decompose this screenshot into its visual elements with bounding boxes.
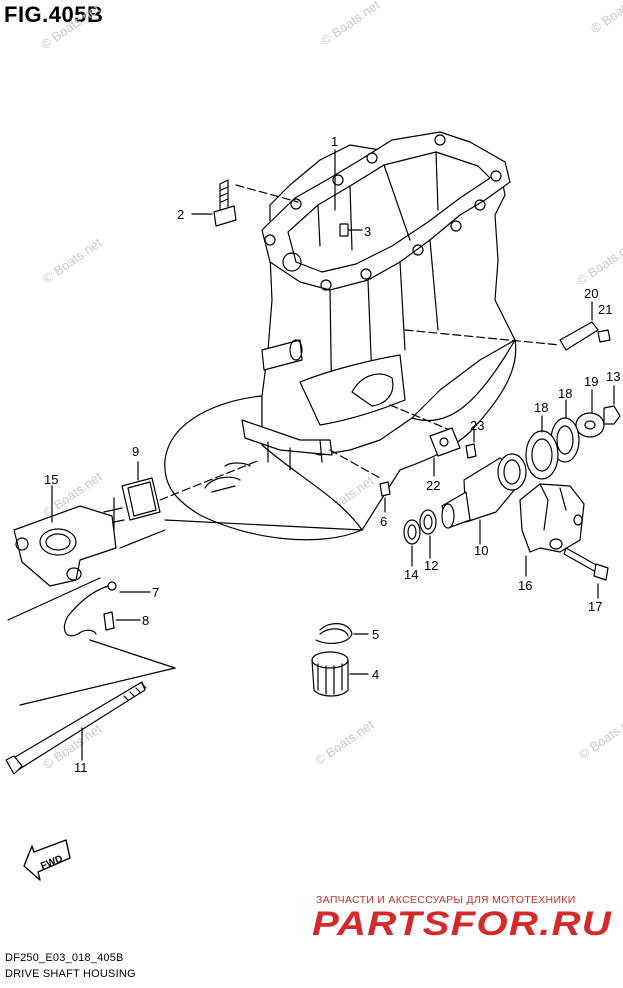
bolt-part-2 — [191, 179, 299, 227]
assembly-guide-lines — [7, 329, 561, 706]
callout-21: 21 — [598, 302, 612, 317]
nut-part-13 — [603, 385, 621, 425]
figure-title: FIG.405B — [4, 2, 104, 27]
callout-18a: 18 — [534, 400, 548, 415]
callout-16: 16 — [518, 578, 532, 593]
svg-text:PARTSFOR.RU: PARTSFOR.RU — [312, 905, 613, 941]
callout-labels: 1 2 3 4 5 6 7 8 9 10 11 12 13 14 15 16 1… — [44, 134, 620, 775]
bushing-part-10 — [441, 453, 527, 545]
callout-10: 10 — [474, 543, 488, 558]
washer-part-19 — [575, 389, 605, 438]
callout-3: 3 — [364, 224, 371, 239]
forward-direction-arrow: FWD — [23, 839, 71, 881]
callout-8: 8 — [142, 613, 149, 628]
mount-part-16 — [519, 483, 585, 577]
callout-20: 20 — [584, 286, 598, 301]
callout-15: 15 — [44, 472, 58, 487]
callout-14: 14 — [404, 567, 418, 582]
callout-6: 6 — [380, 514, 387, 529]
callout-7: 7 — [152, 585, 159, 600]
callout-9: 9 — [132, 444, 139, 459]
bolt-part-17 — [563, 547, 609, 599]
callout-18b: 18 — [558, 386, 572, 401]
circlip-part-5 — [315, 623, 369, 644]
drive-shaft-housing — [164, 131, 517, 541]
stud-bolt-part-11 — [5, 681, 147, 775]
screw-part-8 — [103, 611, 141, 631]
screw-part-21 — [597, 329, 611, 343]
seal-part-18 — [525, 415, 559, 480]
callout-2: 2 — [177, 207, 184, 222]
callout-11: 11 — [74, 760, 88, 775]
screw-part-6 — [379, 481, 391, 513]
figure-code: DF250_E03_018_405B — [5, 952, 124, 964]
callout-19: 19 — [584, 374, 598, 389]
clamp-part-15 — [13, 485, 166, 587]
washer-part-14 — [403, 519, 421, 567]
bushing-part-4 — [311, 651, 369, 697]
callout-4: 4 — [372, 667, 379, 682]
callout-12: 12 — [424, 558, 438, 573]
promo-tagline: ЗАПЧАСТИ И АКСЕССУАРЫ ДЛЯ МОТОТЕХНИКИ — [316, 894, 576, 906]
callout-13: 13 — [606, 369, 620, 384]
callout-22: 22 — [426, 478, 440, 493]
dowel-pin-part-3 — [339, 223, 363, 237]
wire-part-7 — [63, 581, 151, 637]
callout-17: 17 — [588, 599, 602, 614]
figure-name: DRIVE SHAFT HOUSING — [5, 968, 136, 980]
partsfor-logo: PARTSFOR.RU — [312, 905, 613, 941]
callout-1: 1 — [331, 134, 338, 149]
screw-part-23 — [465, 429, 477, 459]
pin-part-20 — [559, 301, 599, 351]
block-part-22 — [429, 427, 461, 477]
callout-5: 5 — [372, 627, 379, 642]
washer-part-12 — [419, 509, 437, 559]
callout-23: 23 — [470, 418, 484, 433]
